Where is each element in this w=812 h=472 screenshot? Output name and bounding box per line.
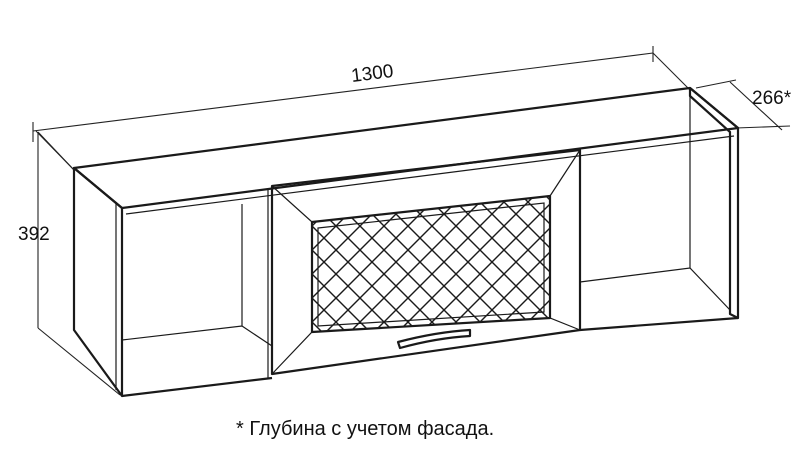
depth-label: 266* [752,88,792,109]
lattice-line [564,190,714,340]
lattice-line [515,196,550,332]
lattice-line [108,190,258,340]
lattice-line [347,196,499,332]
lattice-line [0,190,84,340]
lattice-line [413,196,550,332]
lattice-line [312,196,373,332]
lattice-line [312,196,451,332]
lattice-line [54,190,204,340]
lattice-line [126,190,276,340]
lattice-line [756,190,812,340]
lattice-line [150,190,300,340]
lattice-line [732,190,812,340]
height-label: 392 [18,224,50,245]
lattice-line [312,196,421,332]
lattice-line [341,196,493,332]
lattice-line [780,190,812,340]
depth-dimension: 266* [695,79,792,131]
lattice-line [0,190,36,340]
lattice-line [419,196,550,332]
lattice-line [509,196,550,332]
handle-icon [396,328,472,350]
width-label: 1300 [350,61,395,87]
lattice-line [491,196,550,332]
lattice-line [588,190,738,340]
lattice-line [804,190,812,340]
lattice-line [461,196,550,332]
lattice-line [371,196,523,332]
width-dimension: 1300 [32,46,691,171]
lattice-line [0,190,12,340]
footnote-text: * Глубина с учетом фасада. [236,418,495,440]
lattice-line [365,196,517,332]
lattice-line [102,190,252,340]
lattice-line [443,196,550,332]
lattice-line [630,190,780,340]
lattice-line [612,190,762,340]
lattice-line [312,196,403,332]
lattice-line [485,196,550,332]
lattice-line [437,196,550,332]
lattice-line [539,196,550,332]
lattice-line [636,190,786,340]
lattice-line [132,190,282,340]
lattice-line [395,196,547,332]
lattice-line [0,190,60,340]
lattice-line [389,196,541,332]
lattice-line [582,190,732,340]
lattice-line [156,190,306,340]
height-dimension: 392 [18,131,121,396]
lattice-line [312,196,445,332]
lattice-line [30,190,180,340]
cabinet-body [72,86,740,398]
lattice-line [708,190,812,340]
lattice-line [312,196,427,332]
lattice-line [36,190,186,340]
lattice-line [684,190,812,340]
lattice-line [317,196,469,332]
lattice-line [312,196,379,332]
lattice-line [0,190,108,340]
lattice-line [467,196,550,332]
lattice-line [312,196,331,332]
lattice-line [312,196,355,332]
lattice-line [78,190,228,340]
lattice-line [84,190,234,340]
lattice-line [533,196,550,332]
lattice-line [0,190,132,340]
